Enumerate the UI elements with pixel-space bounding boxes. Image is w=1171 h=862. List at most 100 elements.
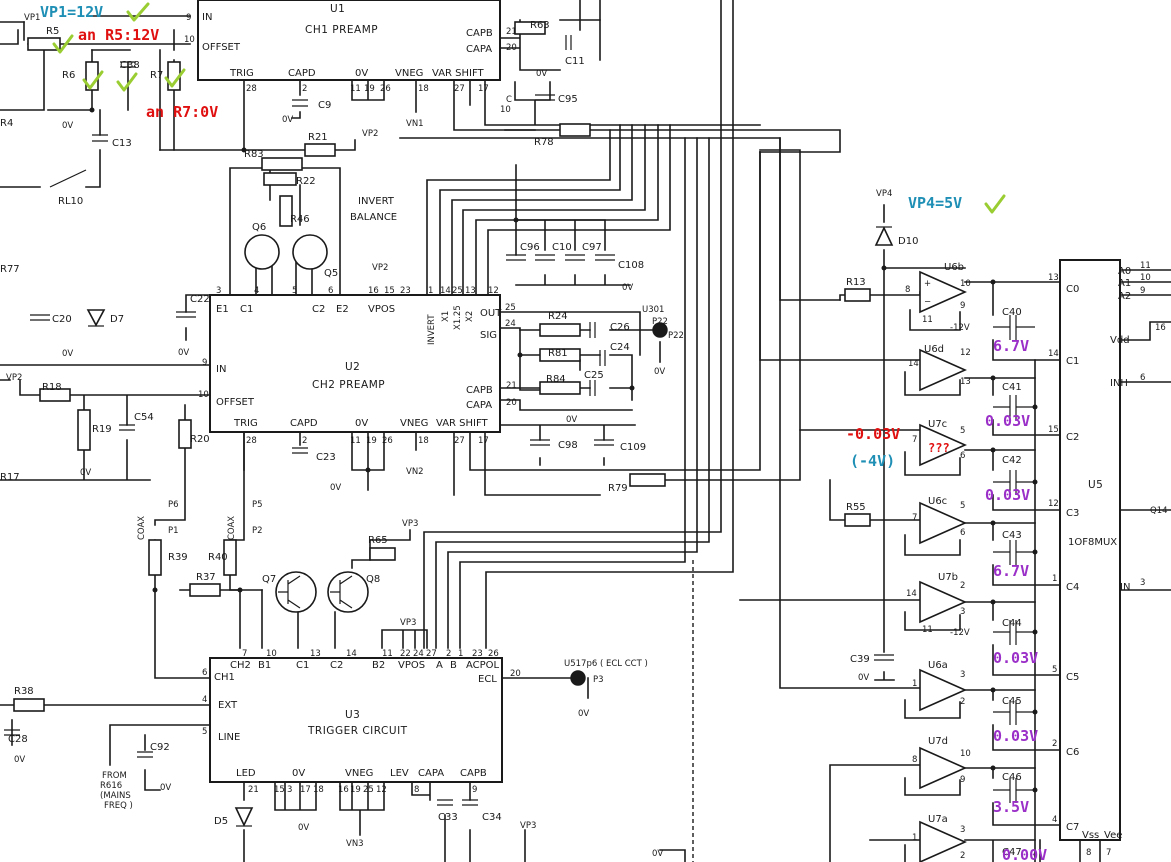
junctions: [89, 107, 1038, 793]
svg-text:Q14: Q14: [1150, 506, 1168, 516]
svg-text:C2: C2: [330, 660, 343, 671]
svg-text:D7: D7: [110, 314, 124, 325]
svg-text:19: 19: [366, 436, 377, 446]
svg-text:U6b: U6b: [944, 262, 964, 273]
svg-text:C23: C23: [316, 452, 336, 463]
svg-text:A1: A1: [1118, 278, 1131, 289]
svg-text:C45: C45: [1002, 696, 1022, 707]
svg-text:10: 10: [1140, 273, 1151, 283]
svg-text:15: 15: [274, 785, 285, 795]
svg-text:16: 16: [1155, 323, 1166, 333]
svg-text:R40: R40: [208, 552, 228, 563]
svg-text:8: 8: [905, 285, 910, 295]
svg-text:D5: D5: [214, 816, 228, 827]
svg-text:17: 17: [478, 84, 489, 94]
svg-text:VNEG: VNEG: [400, 418, 428, 429]
svg-text:27: 27: [454, 436, 465, 446]
svg-text:0V: 0V: [654, 367, 665, 377]
annotation-r5: an R5:12V: [78, 26, 159, 44]
svg-text:Vee: Vee: [1104, 830, 1122, 841]
svg-text:10: 10: [500, 105, 511, 115]
svg-text:7: 7: [912, 435, 917, 445]
svg-text:2: 2: [960, 697, 965, 707]
svg-text:LED: LED: [236, 768, 256, 779]
svg-text:OFFSET: OFFSET: [216, 397, 255, 408]
svg-text:C22: C22: [190, 294, 210, 305]
svg-text:C43: C43: [1002, 530, 1022, 541]
svg-text:C13: C13: [112, 138, 132, 149]
svg-text:TRIG: TRIG: [233, 418, 258, 429]
svg-text:RL10: RL10: [58, 196, 83, 207]
svg-text:27: 27: [426, 649, 437, 659]
svg-text:R39: R39: [168, 552, 188, 563]
annotation-u7c-expected: (-4V): [850, 452, 895, 470]
svg-text:C41: C41: [1002, 382, 1022, 393]
svg-text:VPOS: VPOS: [398, 660, 425, 671]
opamp-u6d: U6d 14 12 13: [908, 344, 971, 392]
svg-text:0V: 0V: [160, 783, 171, 793]
svg-text:2: 2: [302, 84, 307, 94]
svg-text:U301: U301: [642, 305, 664, 315]
svg-text:0V: 0V: [355, 68, 368, 79]
svg-text:ACPOL: ACPOL: [466, 660, 500, 671]
svg-text:CH1 PREAMP: CH1 PREAMP: [305, 24, 378, 36]
svg-text:U7c: U7c: [928, 419, 947, 430]
annotation-r7: an R7:0V: [146, 103, 218, 121]
svg-text:B2: B2: [372, 660, 385, 671]
svg-text:CH2: CH2: [230, 660, 251, 671]
svg-text:26: 26: [488, 649, 499, 659]
svg-text:3: 3: [287, 785, 292, 795]
svg-text:R55: R55: [846, 502, 866, 513]
svg-text:C33: C33: [438, 812, 458, 823]
svg-text:1OF8MUX: 1OF8MUX: [1068, 537, 1117, 548]
opamp-u6b: +− U6b 8 10 9 11 -12V: [905, 262, 971, 333]
svg-text:5: 5: [292, 286, 297, 296]
check-icon: [164, 68, 186, 88]
svg-text:VN1: VN1: [406, 119, 424, 129]
svg-text:R84: R84: [546, 374, 566, 385]
svg-text:VP2: VP2: [6, 373, 22, 383]
svg-text:C: C: [506, 95, 512, 105]
svg-text:25: 25: [505, 303, 516, 313]
opamp-u7a: U7a 1 3 2: [912, 814, 967, 862]
svg-text:9: 9: [1140, 286, 1145, 296]
svg-text:VP1: VP1: [24, 13, 40, 23]
svg-text:C0: C0: [1066, 284, 1079, 295]
svg-text:U7d: U7d: [928, 736, 948, 747]
svg-text:R81: R81: [548, 348, 568, 359]
svg-text:VNEG: VNEG: [345, 768, 373, 779]
svg-text:LINE: LINE: [218, 732, 240, 743]
svg-text:10: 10: [960, 749, 971, 759]
svg-text:10: 10: [266, 649, 277, 659]
svg-text:R46: R46: [290, 214, 310, 225]
svg-text:C34: C34: [482, 812, 502, 823]
svg-text:2: 2: [302, 436, 307, 446]
u2-preamp: E1 C1 C2 E2 VPOS INVERT X1 X1.25 X2 OUT …: [198, 286, 517, 446]
svg-text:C92: C92: [150, 742, 170, 753]
svg-text:CAPA: CAPA: [418, 768, 444, 779]
svg-text:B1: B1: [258, 660, 271, 671]
svg-text:17: 17: [300, 785, 311, 795]
svg-text:−: −: [924, 297, 931, 307]
svg-text:3: 3: [960, 825, 965, 835]
svg-text:R79: R79: [608, 483, 628, 494]
svg-text:16: 16: [338, 785, 349, 795]
svg-text:OUT: OUT: [480, 308, 502, 319]
svg-text:9: 9: [472, 785, 477, 795]
svg-text:VP2: VP2: [362, 129, 378, 139]
svg-text:6: 6: [202, 668, 207, 678]
opamp-u6c: U6c 7 5 6: [912, 496, 967, 545]
svg-text:0V: 0V: [62, 349, 73, 359]
svg-text:7: 7: [242, 649, 247, 659]
u3-trigger-circuit: CH2 B1 C1 C2 B2 VPOS A B ACPOL CH1 EXT L…: [202, 649, 521, 795]
svg-text:FREQ ): FREQ ): [104, 801, 133, 811]
svg-text:C1: C1: [1066, 356, 1079, 367]
svg-text:VP3: VP3: [400, 618, 416, 628]
svg-text:-12V: -12V: [950, 628, 970, 638]
svg-text:9: 9: [960, 301, 965, 311]
svg-text:C1: C1: [240, 304, 253, 315]
svg-text:14: 14: [908, 359, 919, 369]
svg-text:13: 13: [310, 649, 321, 659]
svg-text:C1: C1: [296, 660, 309, 671]
